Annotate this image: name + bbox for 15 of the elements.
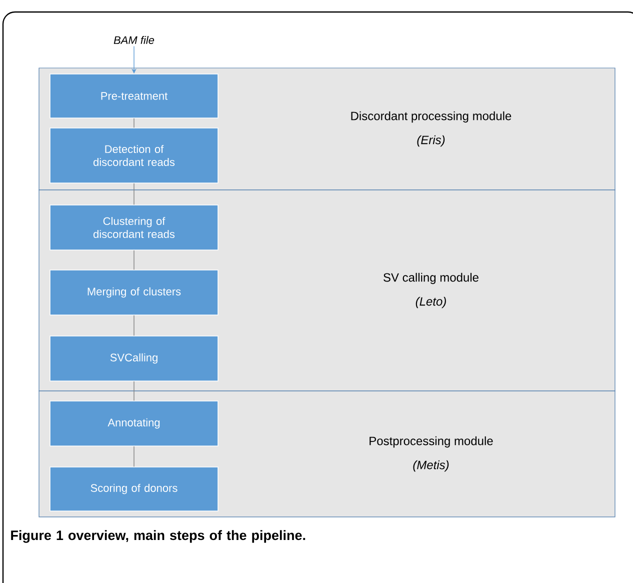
module-title: SV calling module bbox=[384, 272, 478, 284]
input-label: BAM file bbox=[114, 36, 154, 44]
module-name: (Leto) bbox=[416, 296, 446, 308]
module-title: Discordant processing module bbox=[351, 111, 512, 123]
module-title: Postprocessing module bbox=[370, 436, 493, 448]
process-box: Clustering of discordant reads bbox=[50, 204, 218, 250]
process-box: Annotating bbox=[50, 400, 218, 446]
process-box: Merging of clusters bbox=[50, 270, 218, 316]
module-name: (Eris) bbox=[417, 135, 445, 147]
process-box: Scoring of donors bbox=[50, 466, 218, 512]
process-box: SVCalling bbox=[50, 336, 218, 382]
process-box: Detection of discordant reads bbox=[50, 128, 218, 184]
process-box: Pre-treatment bbox=[50, 74, 218, 118]
module-name: (Metis) bbox=[413, 460, 449, 472]
figure-caption: Figure 1 overview, main steps of the pipeline. bbox=[11, 530, 306, 543]
